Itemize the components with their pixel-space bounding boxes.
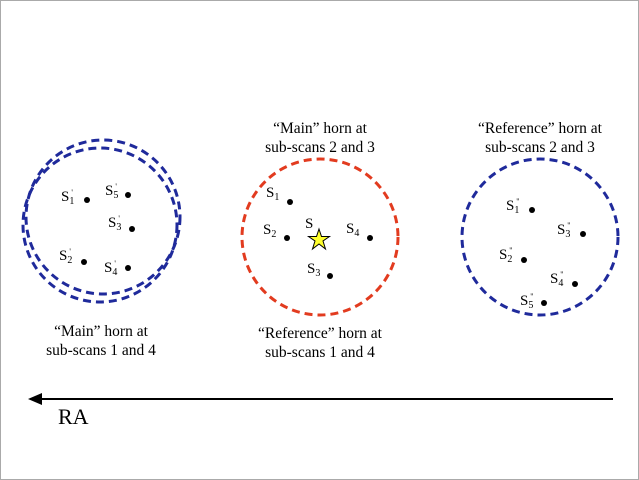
label-right-s4: S4'' — [550, 270, 564, 289]
caption-main-horn-subscans-2-3: “Main” horn at sub-scans 2 and 3 — [265, 120, 375, 156]
ra-arrow-head-icon — [28, 393, 42, 405]
label-right-s1: S1'' — [506, 197, 520, 216]
label-center-s4: S4 — [346, 221, 360, 240]
label-center-s: S — [305, 216, 314, 232]
label-center-s3: S3 — [307, 261, 321, 280]
ra-axis-label: RA — [58, 404, 89, 429]
source-dot-left-s5 — [125, 192, 131, 198]
source-dot-left-s3 — [129, 226, 135, 232]
source-dot-right-s2 — [521, 257, 527, 263]
source-dot-left-s2 — [81, 259, 87, 265]
source-dot-right-s3 — [580, 231, 586, 237]
label-left-s1: S1' — [61, 188, 75, 207]
source-dot-center-s2 — [284, 235, 290, 241]
caption-main-horn-subscans-1-4: “Main” horn at sub-scans 1 and 4 — [46, 323, 156, 359]
source-dot-center-s4 — [367, 235, 373, 241]
source-dot-center-s3 — [327, 273, 333, 279]
source-dot-right-s1 — [529, 207, 535, 213]
label-left-s2: S2' — [59, 247, 73, 266]
reference-horn-beam-circle — [240, 157, 400, 317]
main-horn-beam-circle-lower — [21, 146, 179, 304]
source-dot-left-s1 — [84, 197, 90, 203]
caption-reference-horn-subscans-1-4: “Reference” horn at sub-scans 1 and 4 — [258, 325, 382, 361]
label-right-s3: S3'' — [557, 221, 571, 240]
source-dot-left-s4 — [125, 265, 131, 271]
label-center-s1: S1 — [266, 185, 280, 204]
source-dot-right-s5 — [541, 300, 547, 306]
main-horn-beam-circle-upper — [24, 138, 182, 296]
label-left-s4: S4' — [104, 259, 118, 278]
label-right-s2: S2'' — [499, 246, 513, 265]
source-dot-right-s4 — [572, 281, 578, 287]
caption-reference-horn-subscans-2-3: “Reference” horn at sub-scans 2 and 3 — [478, 120, 602, 156]
label-right-s5: S5'' — [520, 292, 534, 311]
label-left-s3: S3' — [108, 214, 122, 233]
source-star-icon — [306, 227, 332, 251]
source-dot-center-s1 — [287, 199, 293, 205]
right-horn-beam-circle — [460, 157, 620, 317]
label-left-s5: S5' — [105, 182, 119, 201]
label-center-s2: S2 — [263, 222, 277, 241]
